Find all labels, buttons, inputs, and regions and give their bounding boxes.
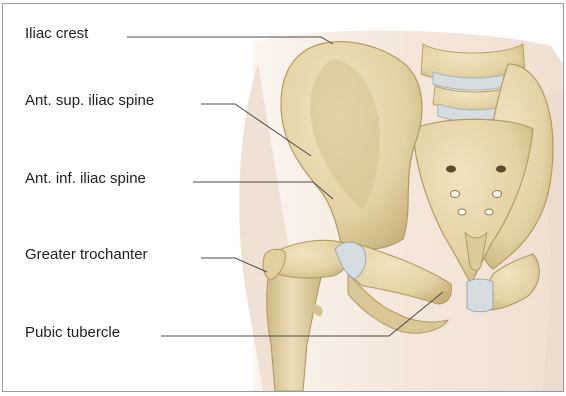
pubic-symphysis	[467, 279, 493, 312]
label-ant-sup-iliac-spine: Ant. sup. iliac spine	[25, 92, 154, 110]
label-ant-inf-iliac-spine: Ant. inf. iliac spine	[25, 170, 146, 188]
anatomy-figure: Iliac crest Ant. sup. iliac spine Ant. i…	[2, 3, 564, 392]
label-pubic-tubercle: Pubic tubercle	[25, 324, 120, 342]
label-greater-trochanter: Greater trochanter	[25, 246, 148, 264]
label-iliac-crest: Iliac crest	[25, 25, 88, 43]
